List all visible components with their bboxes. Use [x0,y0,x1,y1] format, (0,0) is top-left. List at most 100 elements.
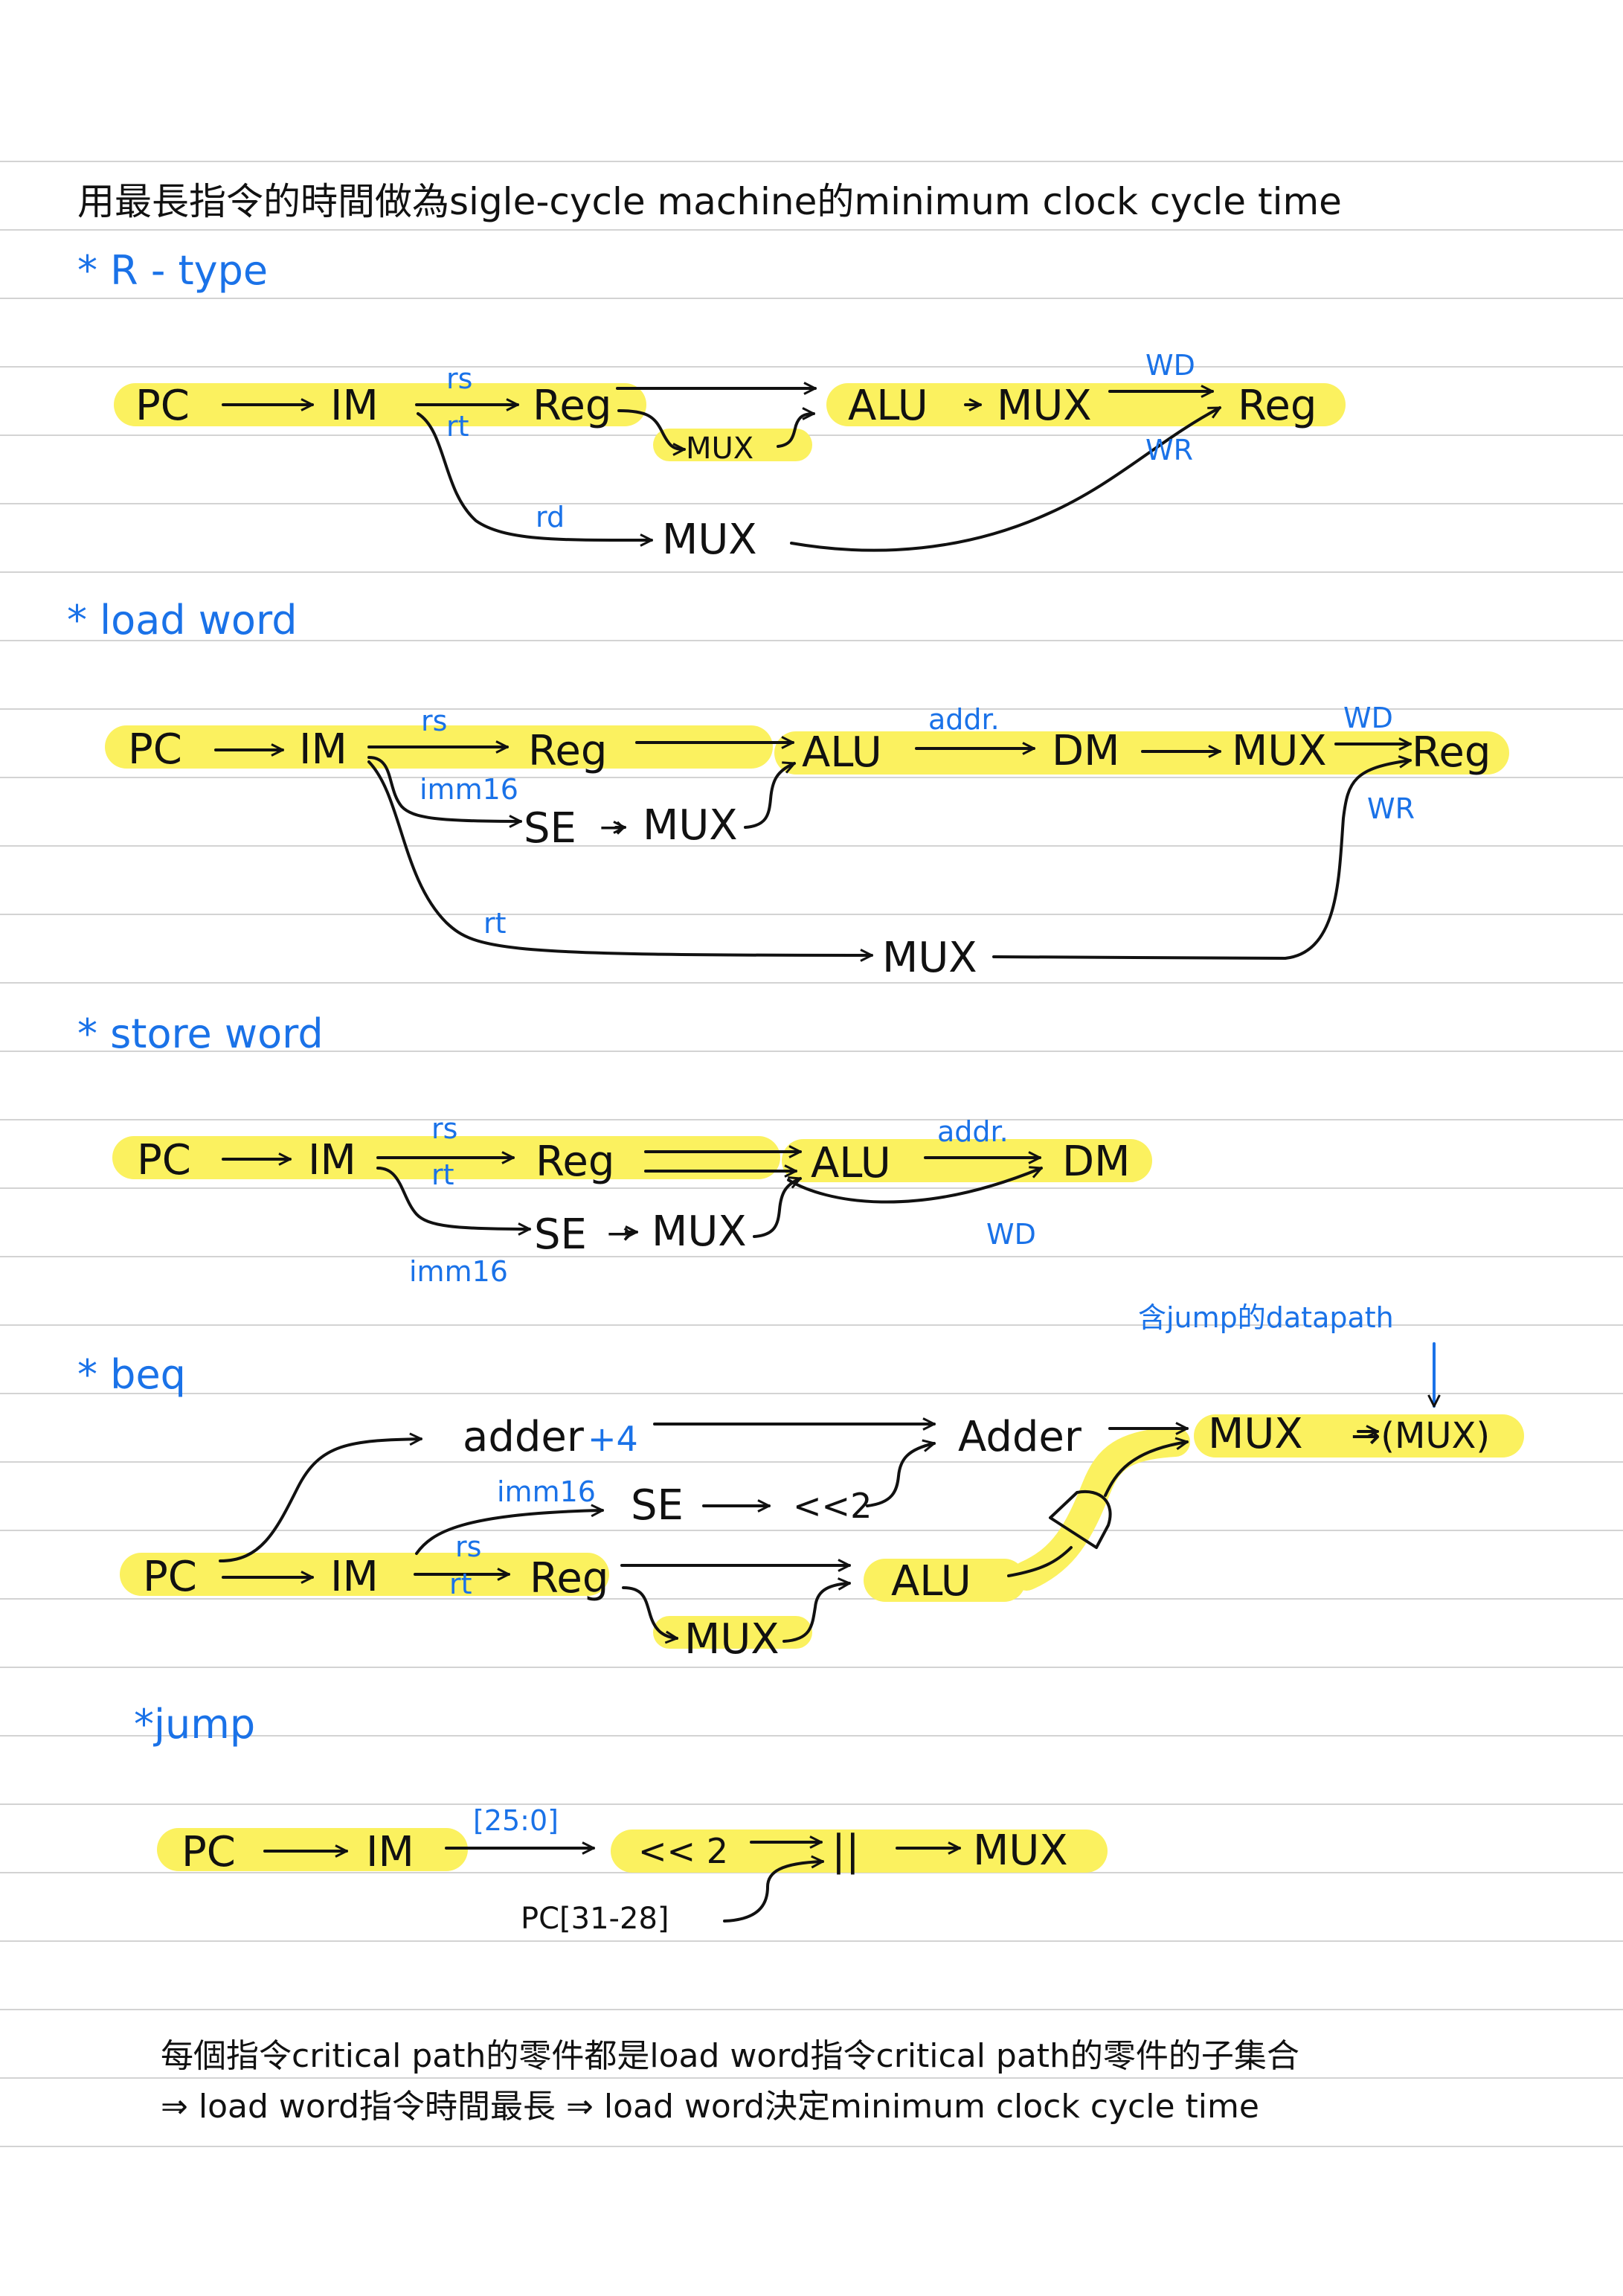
arrow-line [367,756,522,821]
signal-label: rs [431,1112,457,1145]
shift-left-block: <<2 [793,1486,872,1526]
signal-label: WR [1367,792,1415,825]
rule-line [0,1940,1623,1942]
arrow-line [1007,1546,1073,1577]
rule-line [0,298,1623,299]
register-file-block: Reg [533,382,611,430]
register-file-block: Reg [530,1554,608,1603]
arrow-line [790,406,1220,552]
arrow-line [367,760,873,955]
jump-mux-label: →(MUX) [1351,1415,1490,1457]
store-word-section: * store word PC IM Reg ALU DM SE → MUX r… [77,1010,1152,1288]
rule-line [0,1187,1623,1189]
rule-line [0,2146,1623,2147]
alu-block: ALU [891,1557,971,1606]
mux-block: MUX [882,934,977,982]
load-word-section: * load word PC IM Reg SE → MUX ALU DM MU… [67,597,1509,982]
arrow-line [417,412,653,540]
summary-line-1: 每個指令critical path的零件都是load word指令critica… [161,2037,1299,2075]
rule-line [0,1735,1623,1737]
rule-line [0,1051,1623,1052]
rule-line [0,1461,1623,1463]
alu-block: ALU [802,728,882,777]
signal-label: rs [421,705,447,737]
arrow-glyph: → [607,1215,633,1251]
jump-datapath-note: 含jump的datapath [1138,1301,1394,1334]
im-block: IM [330,1553,379,1601]
concat-block: || [832,1827,860,1875]
rule-line [0,571,1623,573]
rule-line [0,434,1623,436]
rule-line [0,640,1623,641]
arrow-line [376,1167,531,1229]
pc-block: PC [137,1136,191,1184]
data-memory-block: DM [1052,727,1119,775]
im-block: IM [299,725,347,774]
rule-line [0,161,1623,162]
rule-line [0,1256,1623,1257]
sign-extend-block: SE [631,1481,684,1530]
register-file-block: Reg [536,1138,614,1186]
mux-block: MUX [643,801,738,850]
arrow-line [753,1179,800,1238]
rule-line [0,1530,1623,1531]
signal-label: imm16 [420,773,518,806]
rtype-section: * R - type PC IM Reg MUX ALU MUX Reg MUX… [77,247,1346,564]
rule-line [0,2009,1623,2010]
sign-extend-block: SE [524,804,576,853]
jump-section: *jump PC IM [25:0] << 2 || MUX PC[31-28] [134,1701,1108,1936]
sign-extend-block: SE [534,1210,587,1259]
arrow-line [787,1168,1041,1204]
branch-adder-block: Adder [958,1413,1082,1461]
rule-line [0,1598,1623,1600]
beq-heading: * beq [77,1351,186,1398]
signal-label: rt [449,1568,472,1600]
signal-label: imm16 [409,1255,508,1288]
mux-block: MUX [997,382,1092,430]
arrow-line [219,1439,422,1562]
beq-section: * beq 含jump的datapath adder +4 Adder MUX … [77,1301,1524,1664]
arrow-line [723,1862,824,1923]
register-file-block: Reg [1412,728,1491,777]
arrow-line [1104,1442,1187,1497]
signal-label: rs [446,362,472,395]
pc-block: PC [135,382,190,430]
arrow-line [866,1443,934,1507]
signal-label: rt [446,410,469,443]
rule-line [0,1393,1623,1394]
signal-label: WD [986,1218,1036,1251]
pc-adder-block: adder [463,1413,585,1461]
mux-block: MUX [684,1615,780,1664]
rule-line [0,503,1623,504]
pc-upper-bits-label: PC[31-28] [521,1902,669,1936]
highlight-stroke [1012,1427,1190,1591]
alu-block: ALU [811,1139,891,1187]
signal-label: imm16 [497,1475,596,1508]
and-gate [1049,1489,1112,1549]
shift-left-block: << 2 [638,1831,728,1871]
jump-heading: *jump [134,1701,255,1748]
signal-label: WR [1145,434,1193,466]
mux-block: MUX [973,1827,1068,1875]
load-word-heading: * load word [67,597,297,644]
signal-label: addr. [937,1115,1009,1148]
rule-line [0,777,1623,778]
im-block: IM [366,1828,414,1876]
im-block: IM [330,382,379,430]
mux-block: MUX [652,1208,747,1256]
signal-label: rs [455,1530,481,1563]
store-word-heading: * store word [77,1010,324,1057]
mux-block: MUX [686,432,753,466]
arrow-line [622,1586,677,1638]
rule-line [0,2077,1623,2079]
signal-label: rd [536,501,565,533]
rule-line [0,982,1623,984]
rule-line [0,1667,1623,1668]
arrow-glyph: → [600,809,626,845]
rule-line [0,1119,1623,1120]
signal-label: rt [431,1158,454,1191]
arrow-line [992,760,1410,960]
rule-line [0,845,1623,847]
arrow-line [782,1583,849,1643]
